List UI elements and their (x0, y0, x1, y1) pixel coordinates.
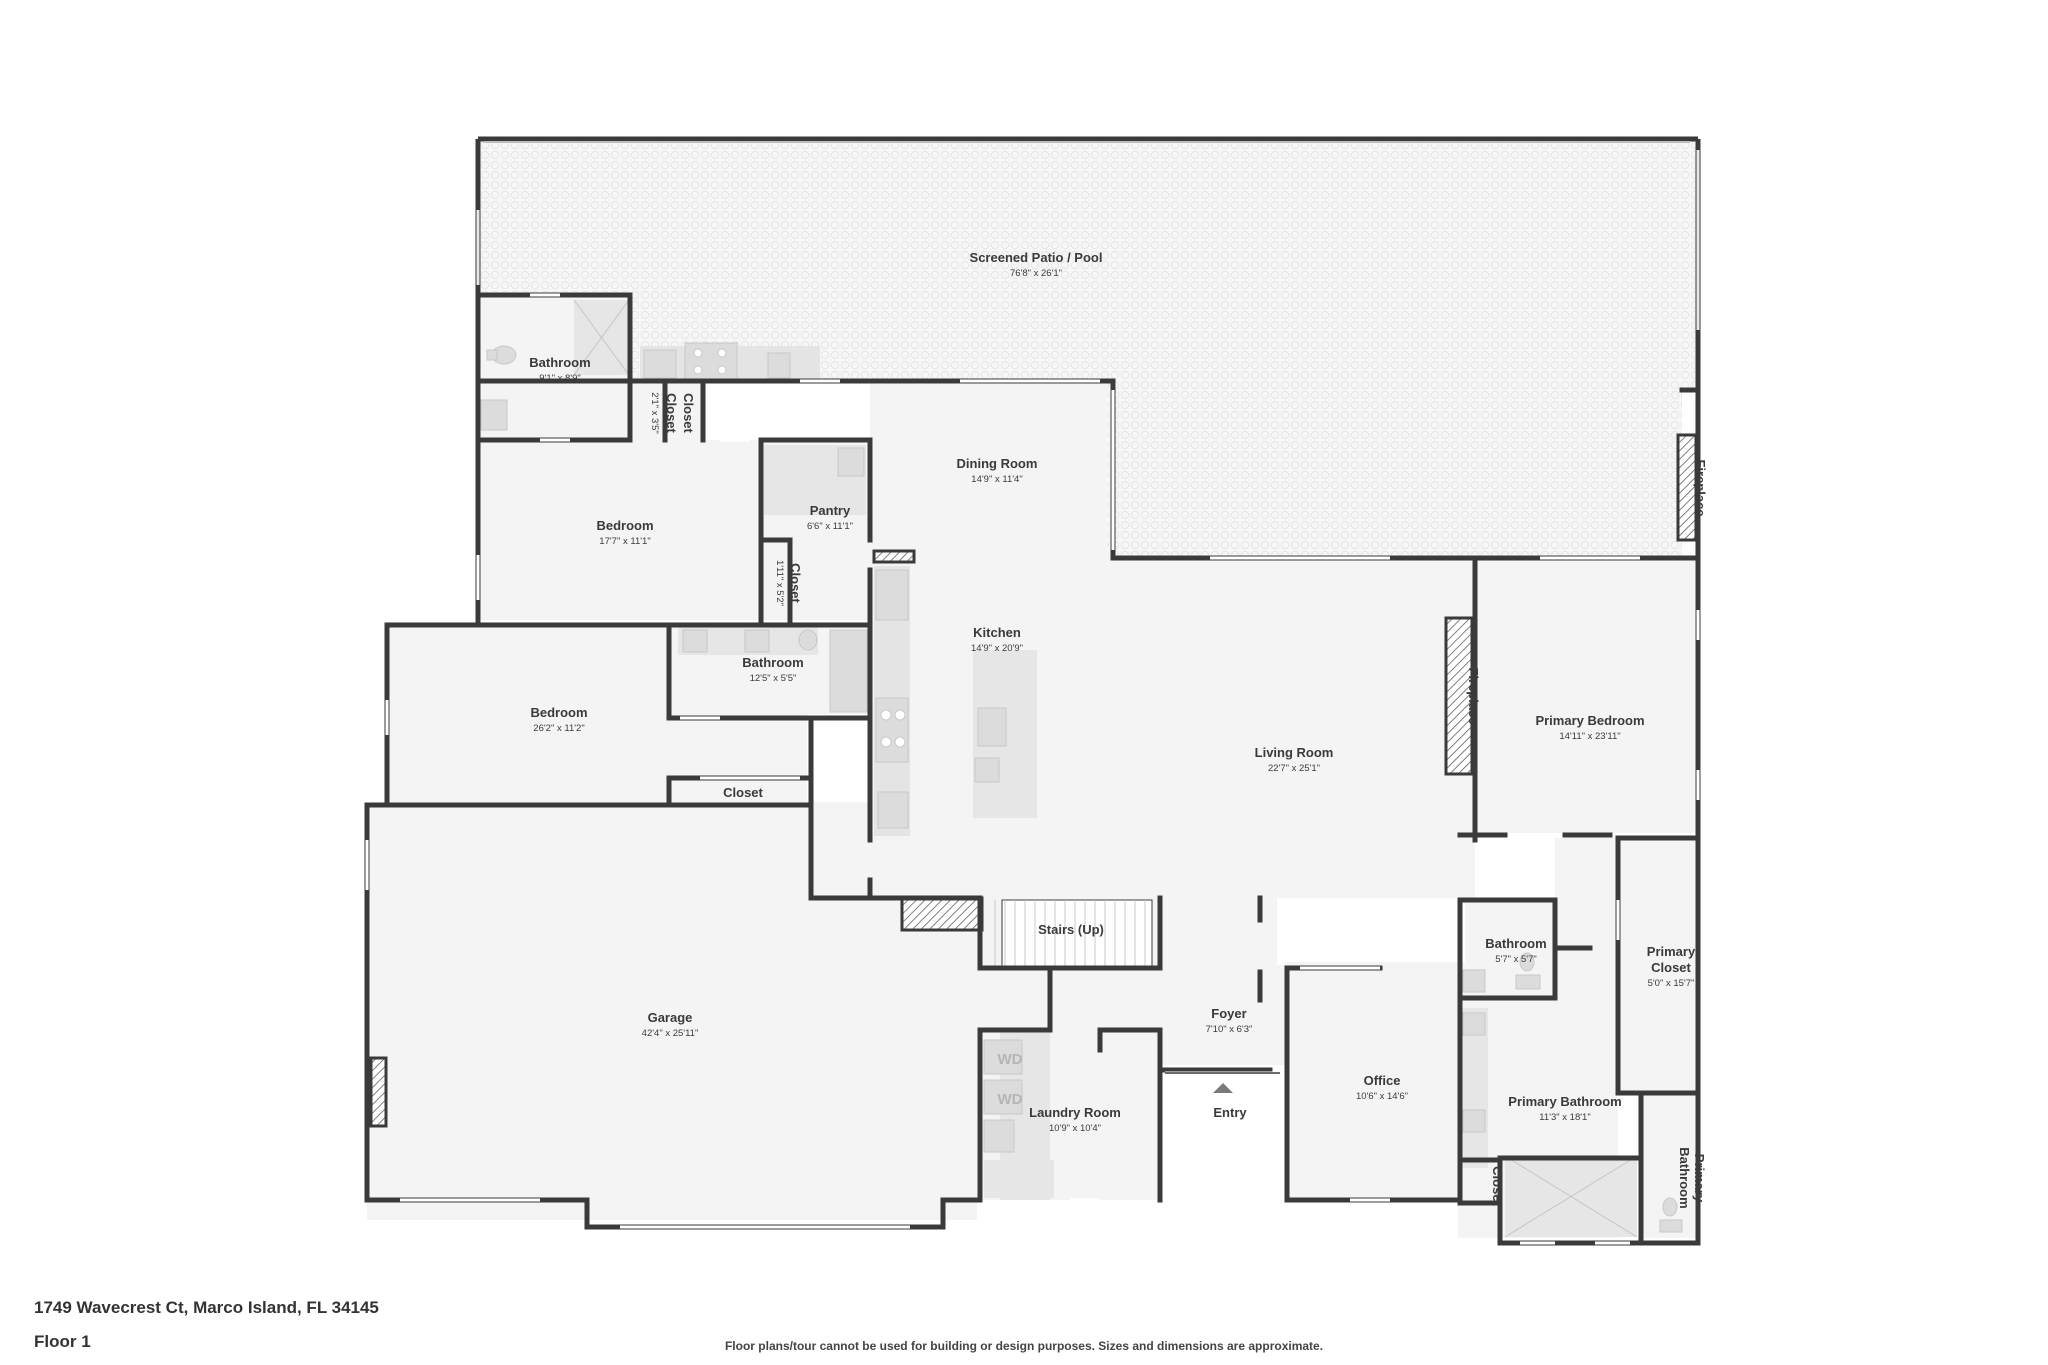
room-name-bathroom-small: Bathroom (1485, 936, 1546, 951)
washer-label: WD (998, 1051, 1023, 1068)
room-dim-bathroom-mid: 12'5" x 5'5" (750, 673, 797, 684)
room-dim-bathroom-small: 5'7" x 5'7" (1495, 954, 1537, 965)
room-name-primary-closet-1: Primary (1647, 944, 1696, 959)
room-name-bathroom-mid: Bathroom (742, 655, 803, 670)
disclaimer: Floor plans/tour cannot be used for buil… (724, 1339, 1324, 1353)
room-name-closet-c: Closet (788, 563, 803, 603)
room-dim-kitchen: 14'9" x 20'9" (971, 643, 1023, 654)
room-name-closet-a: Closet (664, 393, 679, 433)
room-dim-primary-bathroom: 11'3" x 18'1" (1539, 1112, 1590, 1123)
room-labels: Screened Patio / Pool 76'8" x 26'1" Bath… (529, 250, 1708, 1209)
dryer-label: WD (998, 1091, 1023, 1108)
hatched-elements (369, 433, 1698, 1128)
room-name-primary-closet-2: Closet (1651, 960, 1691, 975)
floor-label: Floor 1 (34, 1332, 91, 1351)
room-dim-patio: 76'8" x 26'1" (1010, 268, 1062, 279)
room-dim-garage: 42'4" x 25'11" (642, 1028, 699, 1039)
fireplace-living-label: Fireplace (1466, 667, 1481, 724)
entry-label: Entry (1213, 1105, 1247, 1120)
room-name-office: Office (1364, 1073, 1401, 1088)
room-dim-bedroom-1: 17'7" x 11'1" (599, 536, 650, 547)
room-name-bedroom-2: Bedroom (530, 705, 587, 720)
room-name-kitchen: Kitchen (973, 625, 1021, 640)
room-name-primary-bathroom-2a: Primary (1692, 1154, 1707, 1203)
room-name-garage: Garage (648, 1010, 693, 1025)
room-dim-laundry: 10'9" x 10'4" (1049, 1123, 1101, 1134)
room-dim-closet-c: 1'11" x 5'2" (774, 560, 785, 606)
property-address: 1749 Wavecrest Ct, Marco Island, FL 3414… (34, 1298, 379, 1317)
room-dim-primary-bedroom: 14'11" x 23'11" (1559, 731, 1620, 742)
room-name-bathroom-nw: Bathroom (529, 355, 590, 370)
room-name-laundry: Laundry Room (1029, 1105, 1121, 1120)
room-name-living: Living Room (1255, 745, 1334, 760)
room-name-closet-e: Closet (1490, 1166, 1505, 1206)
room-name-primary-bathroom: Primary Bathroom (1508, 1094, 1621, 1109)
room-dim-living: 22'7" x 25'1" (1268, 763, 1320, 774)
room-dim-primary-closet: 5'0" x 15'7" (1648, 978, 1695, 989)
room-dim-dining: 14'9" x 11'4" (971, 474, 1022, 485)
room-name-foyer: Foyer (1211, 1006, 1246, 1021)
openings (365, 293, 1700, 1245)
room-dim-bedroom-2: 26'2" x 11'2" (533, 723, 584, 734)
room-name-closet-d: Closet (723, 785, 763, 800)
entry-door (1165, 1072, 1280, 1093)
room-name-patio: Screened Patio / Pool (970, 250, 1103, 265)
room-name-pantry: Pantry (810, 503, 851, 518)
room-name-dining: Dining Room (957, 456, 1038, 471)
stairs-treads (994, 900, 1146, 968)
room-name-closet-b: Closet (681, 393, 696, 433)
room-dim-office: 10'6" x 14'6" (1356, 1091, 1408, 1102)
room-name-bedroom-1: Bedroom (596, 518, 653, 533)
fireplace-patio-label: Fireplace (1693, 459, 1708, 516)
room-dim-pantry: 6'6" x 11'1" (807, 521, 853, 532)
fixtures (480, 299, 1683, 1238)
room-dim-bathroom-nw: 9'1" x 8'9" (539, 373, 581, 384)
room-dim-foyer: 7'10" x 6'3" (1206, 1024, 1253, 1035)
stairs-label: Stairs (Up) (1038, 922, 1104, 937)
room-name-primary-bedroom: Primary Bedroom (1535, 713, 1644, 728)
room-dim-closet-a: 2'1" x 3'5" (649, 392, 660, 434)
patio-area (475, 136, 1701, 558)
room-name-primary-bathroom-2b: Bathroom (1677, 1147, 1692, 1208)
